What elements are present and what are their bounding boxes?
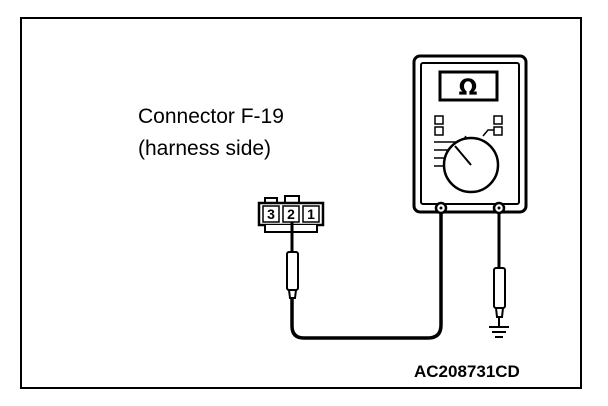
ohm-symbol: Ω <box>459 76 478 101</box>
meter-display <box>438 70 499 102</box>
pin-label-3: 3 <box>267 206 275 222</box>
connector-subtitle: (harness side) <box>138 137 272 160</box>
test-probe-connector <box>286 222 299 299</box>
mode-indicator <box>493 115 503 125</box>
pin-3 <box>262 205 280 223</box>
figure-code: AC208731CD <box>414 362 520 381</box>
mode-indicator <box>493 126 503 136</box>
test-lead-1 <box>290 213 443 340</box>
ohmmeter-icon: Ω <box>412 54 528 215</box>
test-probe-ground <box>493 213 506 326</box>
connector-f19: 3 2 1 <box>257 195 325 233</box>
pin-label-2: 2 <box>287 206 295 222</box>
pin-label-1: 1 <box>307 206 315 222</box>
ground-icon <box>489 326 509 338</box>
mode-indicator <box>434 115 444 125</box>
pin-1 <box>302 205 320 223</box>
connector-title: Connector F-19 <box>138 105 284 128</box>
mode-indicator <box>434 126 444 136</box>
